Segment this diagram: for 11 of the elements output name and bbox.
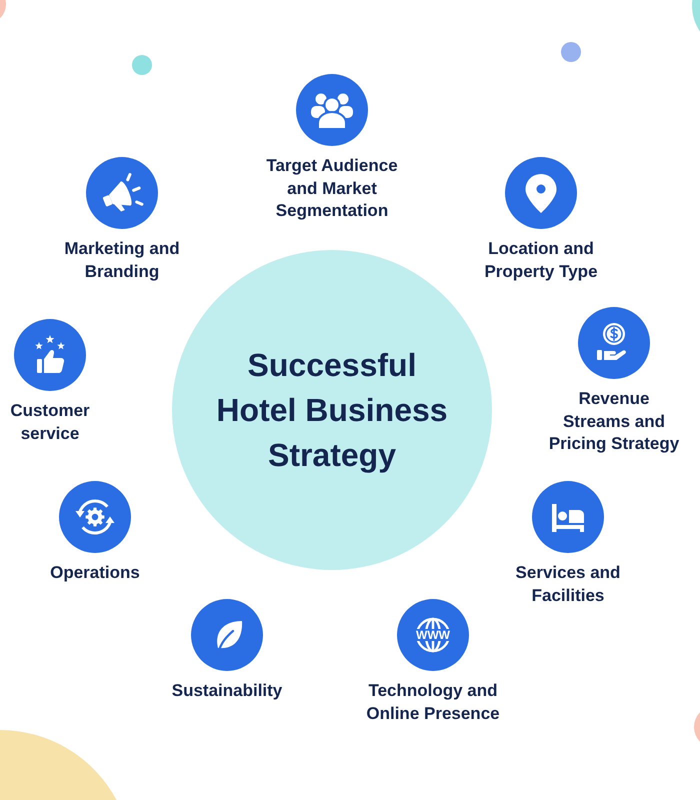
center-title: Successful Hotel Business Strategy <box>215 346 449 475</box>
item-label: Target Audience and Market Segmentation <box>265 155 399 222</box>
icon-text: WWW <box>416 629 450 641</box>
item-label: Technology and Online Presence <box>365 680 501 724</box>
item-label: Revenue Streams and Pricing Strategy <box>548 388 680 455</box>
item-label: Sustainability <box>172 680 282 702</box>
item-label: Location and Property Type <box>483 238 599 282</box>
item-label: Services and Facilities <box>514 562 622 606</box>
item-label: Operations <box>50 562 140 584</box>
item-label: Customer service <box>9 400 91 444</box>
item-label: Marketing and Branding <box>63 238 181 283</box>
